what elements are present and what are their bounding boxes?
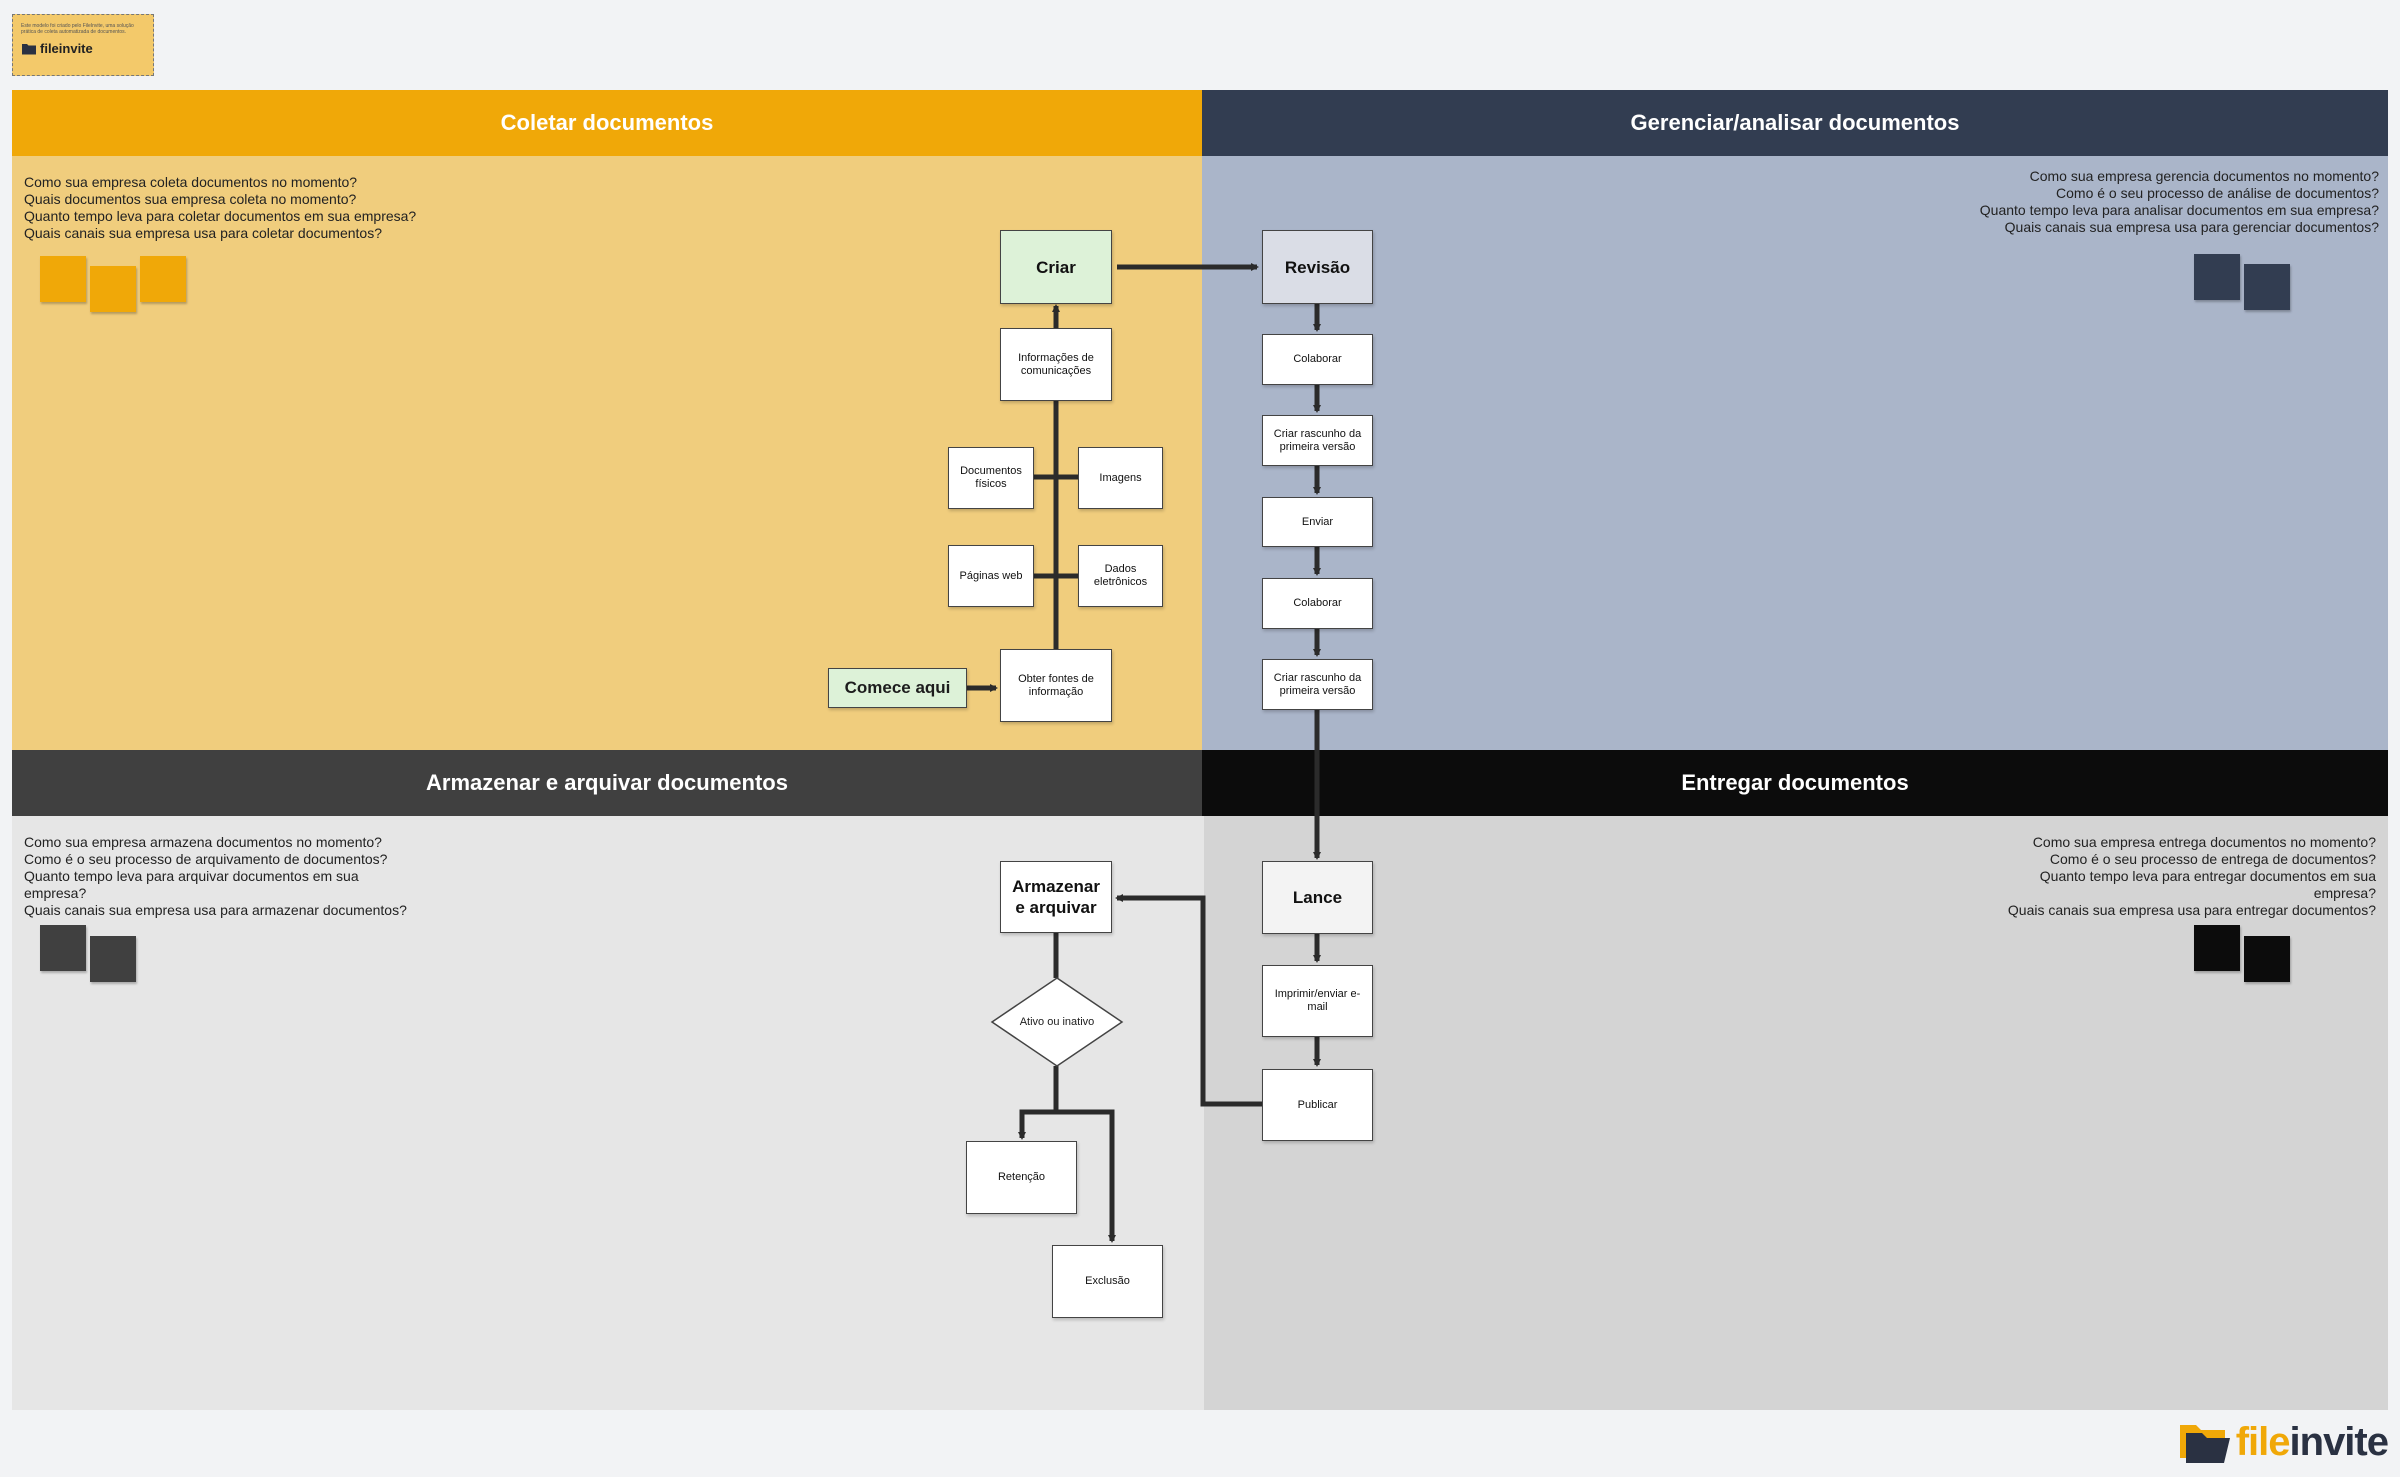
question: Quanto tempo leva para entregar document… (2039, 868, 2376, 884)
informacoes-comunicacoes-node[interactable]: Informações de comunicações (1000, 328, 1112, 401)
imagens-node[interactable]: Imagens (1078, 447, 1163, 509)
node-label: Criar rascunho da primeira versão (1273, 671, 1362, 697)
template-note-logo-text: fileinvite (40, 41, 93, 56)
node-label: Armazenar e arquivar (1012, 877, 1100, 917)
dados-eletronicos-node[interactable]: Dados eletrônicos (1078, 545, 1163, 607)
question: empresa? (2313, 885, 2376, 901)
quadrant-manage-title: Gerenciar/analisar documentos (1630, 110, 1960, 135)
quadrant-store-questions: Como sua empresa armazena documentos no … (24, 834, 407, 919)
question: Como sua empresa coleta documentos no mo… (24, 174, 358, 190)
question: Como sua empresa gerencia documentos no … (2029, 168, 2379, 184)
revisao-node[interactable]: Revisão (1262, 230, 1373, 304)
node-label: Colaborar (1293, 353, 1342, 365)
quadrant-deliver-header: Entregar documentos (1202, 750, 2388, 816)
colaborar-node[interactable]: Colaborar (1262, 334, 1373, 385)
logo-file-text: file (2235, 1419, 2291, 1464)
obter-fontes-node[interactable]: Obter fontes de informação (1000, 649, 1112, 722)
enviar-node[interactable]: Enviar (1262, 497, 1373, 547)
question: Como é o seu processo de análise de docu… (2056, 185, 2379, 201)
exclusao-node[interactable]: Exclusão (1052, 1245, 1163, 1318)
criar-rascunho-node[interactable]: Criar rascunho da primeira versão (1262, 659, 1373, 710)
quadrant-collect-title: Coletar documentos (500, 110, 714, 135)
sticky-note[interactable] (90, 266, 136, 312)
retencao-node[interactable]: Retenção (966, 1141, 1077, 1214)
quadrant-deliver-questions: Como sua empresa entrega documentos no m… (2008, 834, 2376, 919)
quadrant-deliver-title: Entregar documentos (1681, 770, 1909, 795)
fileinvite-logo: fileinvite (2178, 1419, 2389, 1465)
armazenar-arquivar-node[interactable]: Armazenar e arquivar (1000, 861, 1112, 933)
sticky-note[interactable] (40, 925, 86, 971)
quadrant-store-header: Armazenar e arquivar documentos (12, 750, 1202, 816)
quadrant-manage (1202, 90, 2388, 750)
folder-icon (22, 44, 36, 55)
question: Quais canais sua empresa usa para armaze… (24, 902, 407, 918)
node-label: Criar rascunho da primeira versão (1273, 427, 1362, 453)
node-label: Colaborar (1293, 597, 1342, 609)
ativo-inativo-diamond[interactable] (990, 976, 1124, 1068)
sticky-note[interactable] (140, 256, 186, 302)
node-label: Páginas web (959, 569, 1023, 582)
quadrant-store (12, 750, 1204, 1410)
template-note-text: Este modelo foi criado pelo FileInvite, … (21, 23, 134, 35)
publicar-node[interactable]: Publicar (1262, 1069, 1373, 1141)
question: Quanto tempo leva para analisar document… (1979, 202, 2379, 218)
node-label: Imagens (1099, 471, 1142, 484)
folder-icon (2179, 1425, 2230, 1463)
question: Quais canais sua empresa usa para entreg… (2007, 902, 2376, 918)
question: Quais documentos sua empresa coleta no m… (24, 191, 357, 207)
question: Quais canais sua empresa usa para coleta… (24, 225, 382, 241)
question: Quanto tempo leva para coletar documento… (24, 208, 417, 224)
quadrant-collect-questions: Como sua empresa coleta documentos no mo… (24, 174, 416, 242)
sticky-note[interactable] (2244, 264, 2290, 310)
question: Quanto tempo leva para arquivar document… (24, 868, 359, 884)
logo-invite-text: invite (2289, 1419, 2389, 1464)
quadrant-manage-header: Gerenciar/analisar documentos (1202, 90, 2388, 156)
template-note-logo: fileinvite (21, 41, 93, 56)
node-label: Documentos físicos (960, 465, 1022, 490)
paginas-web-node[interactable]: Páginas web (948, 545, 1034, 607)
logo-wordmark: fileinvite (2235, 1419, 2389, 1465)
criar-rascunho-node[interactable]: Criar rascunho da primeira versão (1262, 415, 1373, 466)
node-label: Criar (1036, 257, 1076, 277)
quadrant-deliver (1204, 750, 2388, 1410)
template-note: Este modelo foi criado pelo FileInvite, … (12, 14, 154, 76)
quadrant-store-title: Armazenar e arquivar documentos (426, 770, 788, 795)
diamond-label: Ativo ou inativo (1019, 1016, 1095, 1028)
node-label: Exclusão (1085, 1275, 1130, 1287)
node-label: Lance (1292, 888, 1343, 907)
node-label: Informações de comunicações (1018, 351, 1094, 377)
node-label: Retenção (997, 1171, 1046, 1183)
start-here-label: Comece aqui (844, 678, 951, 697)
node-label: Imprimir/enviar e-mail (1274, 988, 1361, 1013)
question: Como sua empresa armazena documentos no … (24, 834, 382, 850)
quadrant-collect-header: Coletar documentos (12, 90, 1202, 156)
sticky-note[interactable] (40, 256, 86, 302)
colaborar-node[interactable]: Colaborar (1262, 578, 1373, 629)
question: Como é o seu processo de entrega de docu… (2049, 851, 2376, 867)
node-label: Dados eletrônicos (1093, 563, 1148, 588)
sticky-note[interactable] (2194, 254, 2240, 300)
start-here-node[interactable]: Comece aqui (828, 668, 967, 708)
node-label: Enviar (1301, 515, 1334, 528)
node-label: Publicar (1297, 1098, 1338, 1111)
sticky-note[interactable] (2244, 936, 2290, 982)
question: Como é o seu processo de arquivamento de… (24, 851, 388, 867)
question: Como sua empresa entrega documentos no m… (2032, 834, 2376, 850)
question: Quais canais sua empresa usa para gerenc… (2004, 219, 2379, 235)
sticky-note[interactable] (2194, 925, 2240, 971)
sticky-note[interactable] (90, 936, 136, 982)
criar-node[interactable]: Criar (1000, 230, 1112, 304)
documentos-fisicos-node[interactable]: Documentos físicos (948, 447, 1034, 509)
imprimir-enviar-node[interactable]: Imprimir/enviar e-mail (1262, 965, 1373, 1037)
node-label: Obter fontes de informação (1018, 672, 1094, 698)
quadrant-collect (12, 90, 1202, 750)
question: empresa? (24, 885, 87, 901)
node-label: Revisão (1284, 257, 1351, 277)
quadrant-manage-questions: Como sua empresa gerencia documentos no … (1980, 168, 2379, 236)
lance-node[interactable]: Lance (1262, 861, 1373, 934)
